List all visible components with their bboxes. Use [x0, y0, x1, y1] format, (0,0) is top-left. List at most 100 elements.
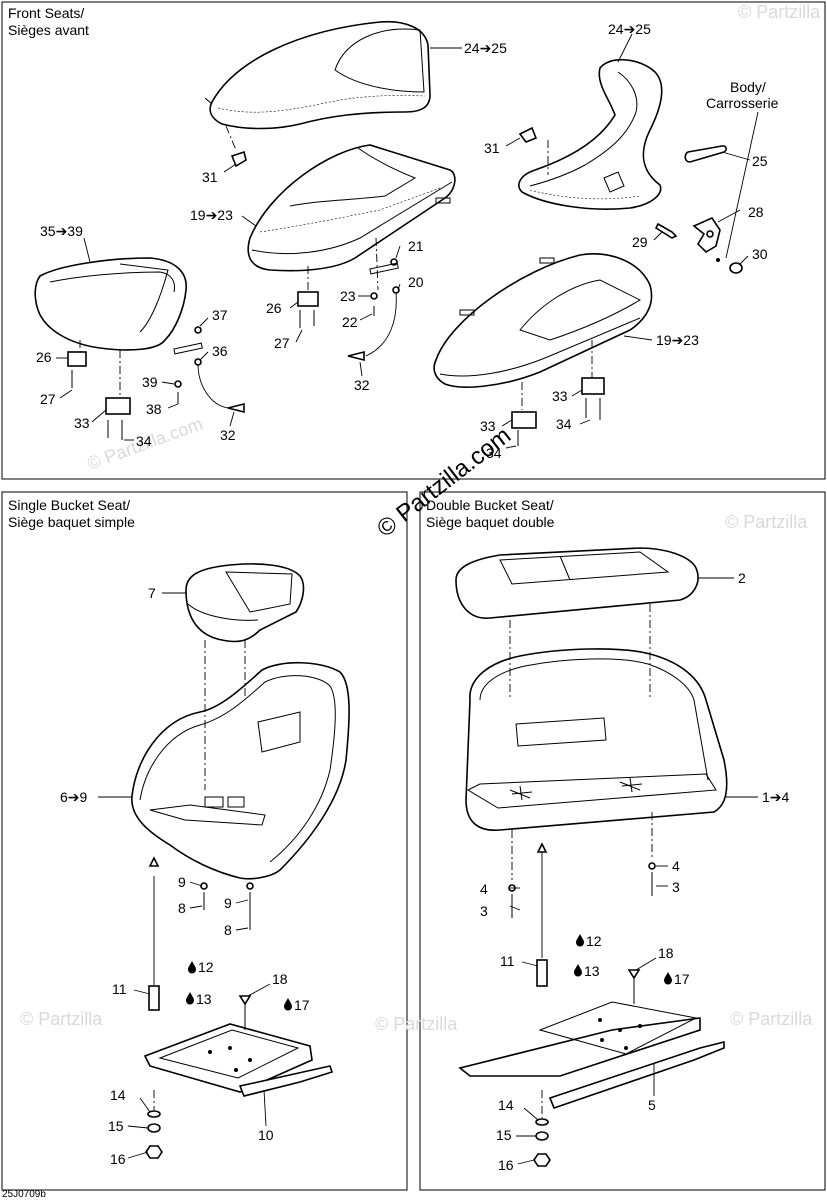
- double-base-plate: [458, 1001, 725, 1110]
- label-1-4: 1➔4: [762, 789, 790, 805]
- part-16-nut: [533, 1153, 551, 1167]
- front-backrest-right: [518, 58, 663, 210]
- label-24-25: 24➔25: [608, 21, 651, 37]
- label-20: 20: [408, 274, 424, 290]
- label-2: 2: [738, 570, 746, 586]
- label-30: 30: [752, 246, 768, 262]
- front-seats-subtitle: Sièges avant: [8, 22, 89, 38]
- part-31-knob-a: [230, 150, 247, 168]
- single-bucket-panel-frame: [1, 491, 408, 1191]
- label-11: 11: [112, 981, 127, 997]
- label-31: 31: [202, 169, 218, 185]
- part-26-block: [67, 351, 87, 367]
- label-6-9: 6➔9: [60, 789, 88, 805]
- label-15: 15: [108, 1118, 124, 1134]
- drawing-code: 25J0709b: [2, 1189, 46, 1200]
- label-26: 26: [36, 349, 52, 365]
- single-base-plate: [143, 1023, 334, 1097]
- label-5: 5: [648, 1097, 656, 1113]
- single-bucket-title: Single Bucket Seat/: [8, 497, 130, 513]
- front-backrest-cushion: [204, 20, 431, 130]
- double-headrest: [455, 547, 699, 619]
- label-13: 13: [584, 963, 600, 979]
- label-4: 4: [672, 858, 680, 874]
- label-27: 27: [274, 335, 290, 351]
- part-15-lockwasher: [147, 1123, 161, 1133]
- label-3: 3: [672, 879, 680, 895]
- label-7: 7: [148, 585, 156, 601]
- part-14-washer: [147, 1110, 161, 1118]
- part-26-block: [297, 291, 319, 307]
- label-16: 16: [110, 1151, 126, 1167]
- drop-icon: [188, 961, 196, 974]
- single-bucket-subtitle: Siège baquet simple: [8, 514, 135, 530]
- drop-icon: [576, 934, 584, 947]
- label-32: 32: [220, 427, 236, 443]
- watermark-faint: © Partzilla: [725, 512, 808, 532]
- label-8: 8: [224, 922, 232, 938]
- label-11: 11: [500, 953, 515, 969]
- label-14: 14: [498, 1097, 514, 1113]
- part-29-screw: [654, 222, 678, 239]
- label-18: 18: [272, 971, 288, 987]
- part-14-washer: [535, 1118, 549, 1126]
- part-15-lockwasher: [535, 1131, 549, 1141]
- label-34: 34: [556, 416, 572, 432]
- part-32-screw: [347, 350, 365, 362]
- label-21: 21: [408, 238, 424, 254]
- label-37: 37: [212, 307, 228, 323]
- watermark-faint: © Partzilla: [730, 1009, 813, 1029]
- label-36: 36: [212, 343, 228, 359]
- label-14: 14: [110, 1087, 126, 1103]
- body-label: Carrosserie: [706, 95, 779, 111]
- part-28-bracket: [692, 216, 721, 254]
- drop-icon: [186, 992, 194, 1005]
- label-4: 4: [480, 881, 488, 897]
- label-34: 34: [136, 433, 152, 449]
- label-9: 9: [178, 874, 186, 890]
- label-34: 34: [486, 445, 502, 461]
- double-bucket-seat: [465, 648, 728, 831]
- label-39: 39: [142, 374, 158, 390]
- label-26: 26: [266, 300, 282, 316]
- label-10: 10: [258, 1127, 274, 1143]
- front-seat-cushion-right: [433, 253, 653, 388]
- label-17: 17: [294, 997, 310, 1013]
- label-24-25: 24➔25: [464, 40, 507, 56]
- label-18: 18: [658, 945, 674, 961]
- single-headrest: [185, 563, 305, 643]
- front-seats-title: Front Seats/: [8, 5, 84, 21]
- label-9: 9: [224, 895, 232, 911]
- part-33-block: [511, 411, 537, 429]
- part-16-nut: [145, 1145, 163, 1159]
- label-13: 13: [196, 991, 212, 1007]
- part-32-screw: [227, 402, 245, 414]
- label-15: 15: [496, 1127, 512, 1143]
- label-25: 25: [752, 153, 768, 169]
- body-label: Body/: [730, 79, 766, 95]
- label-32: 32: [354, 377, 370, 393]
- label-27: 27: [40, 391, 56, 407]
- drop-icon: [664, 972, 672, 985]
- label-31: 31: [484, 140, 500, 156]
- front-seat-cushion-center: [247, 144, 456, 272]
- label-19-23: 19➔23: [190, 207, 233, 223]
- label-12: 12: [198, 959, 214, 975]
- watermark-faint: © Partzilla: [20, 1009, 103, 1029]
- label-19-23: 19➔23: [656, 332, 699, 348]
- part-30-washer: [729, 262, 743, 274]
- label-38: 38: [146, 401, 162, 417]
- label-33: 33: [74, 415, 90, 431]
- label-16: 16: [498, 1157, 514, 1173]
- single-bucket-seat: [131, 661, 350, 880]
- front-seats-panel-frame: [1, 1, 826, 480]
- double-bucket-panel-frame: [419, 491, 826, 1191]
- label-22: 22: [342, 314, 358, 330]
- label-12: 12: [586, 933, 602, 949]
- watermark-faint: © Partzilla: [738, 2, 821, 22]
- part-33-block: [581, 377, 605, 395]
- part-31-knob-b: [518, 126, 538, 143]
- part-33-block: [105, 397, 131, 415]
- body-point: [716, 258, 720, 262]
